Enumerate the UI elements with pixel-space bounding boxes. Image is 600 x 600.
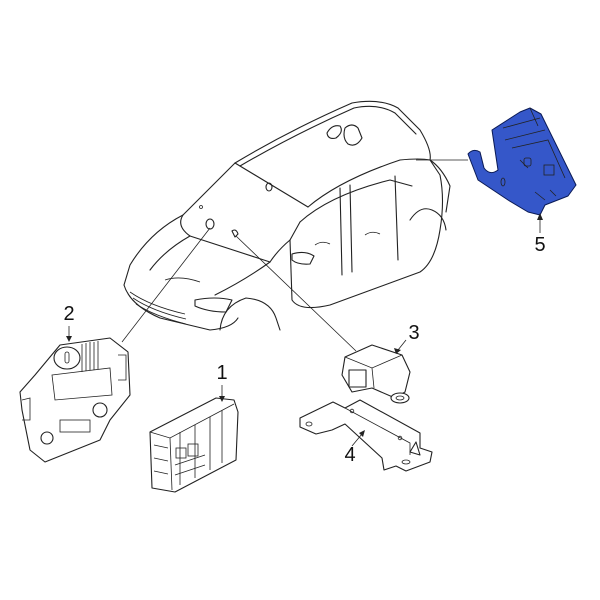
callout-4[interactable]: 4: [344, 444, 356, 466]
part-4-bracket[interactable]: [299, 399, 433, 472]
callout-3[interactable]: 3: [408, 322, 420, 344]
callout-5[interactable]: 5: [534, 234, 546, 256]
part-1-body-control-module[interactable]: [149, 397, 239, 493]
vehicle-illustration: [123, 100, 451, 331]
callout-2[interactable]: 2: [63, 303, 75, 325]
part-3-sensor-module[interactable]: [341, 344, 411, 404]
leader-lines: [121, 159, 468, 352]
part-5-highlighted-module[interactable]: [467, 107, 577, 216]
callout-1[interactable]: 1: [216, 362, 228, 384]
part-2-control-module[interactable]: [19, 337, 131, 463]
callout-arrows: [66, 213, 543, 447]
